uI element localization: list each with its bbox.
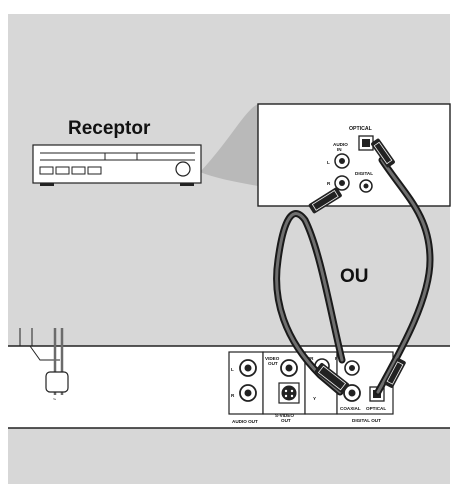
receiver-device: Receptor bbox=[32, 118, 202, 186]
callout-wedge bbox=[200, 104, 258, 186]
audio-out-right-center bbox=[244, 389, 252, 397]
receiver-digital-label: DIGITAL bbox=[355, 171, 373, 176]
coaxial-plug-receiver-body bbox=[308, 187, 342, 214]
coaxial-jack-center bbox=[348, 389, 356, 397]
svideo-pin-1 bbox=[284, 389, 288, 393]
optical-cable-highlight bbox=[376, 158, 432, 394]
audio-out-label: AUDIO OUT bbox=[232, 419, 258, 424]
optical-plug-player bbox=[384, 358, 406, 388]
pb-jack-center bbox=[349, 365, 355, 371]
player-corner-bracket bbox=[19, 328, 33, 346]
video-out-label: VIDEO bbox=[265, 356, 280, 361]
receiver-foot-left bbox=[40, 183, 54, 186]
video-out-label-2: OUT bbox=[268, 361, 278, 366]
receiver-body bbox=[32, 144, 202, 184]
receiver-button-2 bbox=[55, 166, 70, 175]
video-out-jack-center bbox=[285, 364, 293, 372]
receiver-rear-panel: OPTICAL AUDIO IN L R DIGITAL bbox=[257, 103, 451, 207]
receiver-right-jack-center bbox=[339, 180, 345, 186]
coaxial-plug-receiver bbox=[308, 187, 342, 214]
receiver-panel-frame bbox=[257, 103, 451, 207]
optical-plug-receiver-body bbox=[371, 138, 395, 168]
svideo-jack bbox=[281, 385, 297, 401]
receiver-volume-knob bbox=[175, 161, 191, 177]
optical-plug-receiver-ring bbox=[373, 141, 393, 165]
power-plug bbox=[45, 371, 69, 393]
svideo-out-label-2: OUT bbox=[281, 418, 291, 423]
receiver-audio-in-label-2: IN bbox=[337, 147, 342, 152]
receiver-optical-jack-inner bbox=[362, 139, 370, 147]
receiver-button-3 bbox=[71, 166, 86, 175]
receiver-foot-right bbox=[180, 183, 194, 186]
optical-plug-receiver bbox=[371, 138, 395, 168]
receiver-right-label: R bbox=[327, 181, 331, 186]
coaxial-plug-player-body bbox=[314, 362, 350, 394]
receiver-button-1 bbox=[39, 166, 54, 175]
optical-plug-player-ring bbox=[386, 361, 404, 385]
pr-label: PR bbox=[307, 356, 314, 361]
receiver-optical-label: OPTICAL bbox=[349, 126, 373, 132]
player-power-notch bbox=[29, 345, 60, 361]
svideo-pin-3 bbox=[284, 394, 288, 398]
svideo-pin-2 bbox=[290, 389, 294, 393]
coaxial-plug-player bbox=[314, 362, 350, 394]
receiver-button-4 bbox=[87, 166, 102, 175]
coaxial-cable-highlight bbox=[275, 212, 344, 394]
coaxial-label: COAXIAL bbox=[340, 406, 361, 411]
coaxial-plug-receiver-ring bbox=[311, 190, 339, 211]
or-label: OU bbox=[340, 266, 369, 287]
optical-plug-player-body bbox=[384, 358, 406, 388]
y-label: Y bbox=[313, 396, 316, 401]
power-wave-icon: ~ bbox=[53, 397, 56, 403]
player-left-label: L bbox=[231, 367, 234, 372]
receiver-audio-in-label: AUDIO bbox=[333, 142, 348, 147]
receiver-digital-jack-center bbox=[363, 183, 369, 189]
player-right-label: R bbox=[231, 393, 235, 398]
coaxial-plug-player-ring bbox=[317, 365, 347, 391]
digital-out-label: DIGITAL OUT bbox=[352, 418, 381, 423]
player-optical-label: OPTICAL bbox=[366, 406, 386, 411]
receiver-left-jack-center bbox=[339, 158, 345, 164]
svideo-pin-4 bbox=[290, 394, 294, 398]
audio-out-left-center bbox=[244, 364, 252, 372]
player-rear-panel: ~ L R AUDIO OUT VIDEO OUT S-VIDEO OUT PR… bbox=[8, 328, 450, 429]
svideo-out-label: S-VIDEO bbox=[275, 413, 294, 418]
receiver-title: Receptor bbox=[68, 118, 151, 139]
receiver-left-label: L bbox=[327, 160, 330, 165]
